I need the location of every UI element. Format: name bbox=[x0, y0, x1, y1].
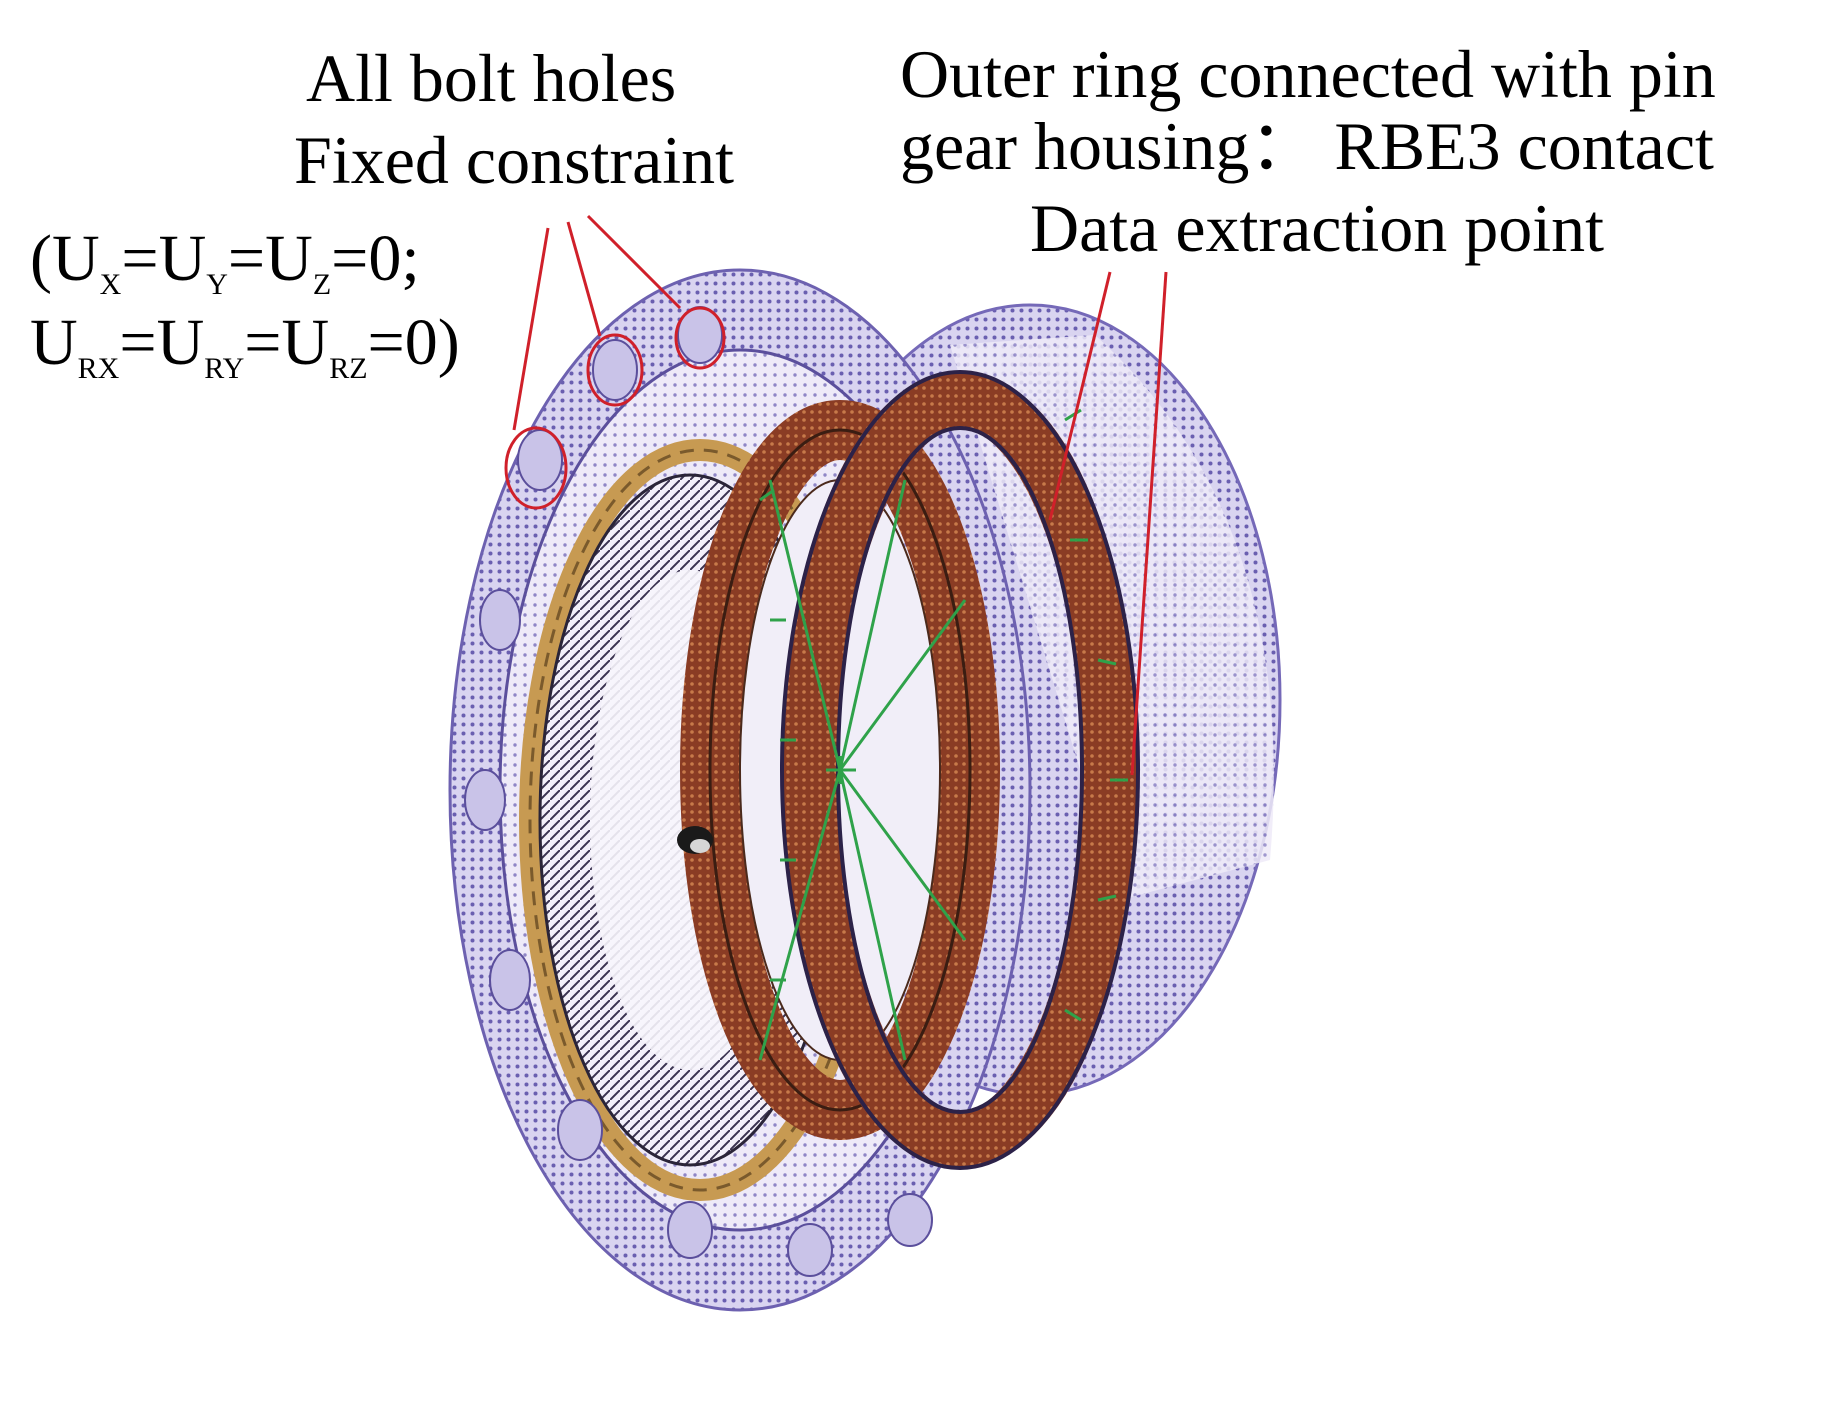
bolt-hole-icon bbox=[887, 1193, 933, 1247]
bolt-hole-icon bbox=[667, 1201, 713, 1259]
constraint-rotation: URX=URY=URZ=0) bbox=[30, 306, 460, 385]
annotations bbox=[504, 214, 1168, 776]
bolt-hole-icon bbox=[479, 589, 521, 651]
rbe3-elements bbox=[758, 408, 1128, 1061]
bolt-hole-highlight bbox=[586, 333, 644, 407]
bolt-hole-icon bbox=[464, 769, 506, 831]
leader-line bbox=[566, 221, 602, 337]
leader-line bbox=[512, 227, 550, 431]
constraint-translation: (UX=UY=UZ=0; bbox=[30, 222, 420, 301]
rbe3-contact-label: gear housing： RBE3 contact bbox=[900, 108, 1714, 184]
bolt-hole-icon bbox=[557, 1099, 603, 1161]
bolt-hole-highlight bbox=[504, 426, 568, 510]
leader-line bbox=[586, 214, 682, 310]
outer-ring-label: Outer ring connected with pin bbox=[900, 36, 1716, 112]
outer-ring bbox=[780, 370, 1140, 1170]
bolt-holes-label: All bolt holes bbox=[306, 40, 677, 116]
data-extraction-label: Data extraction point bbox=[1030, 190, 1605, 266]
bolt-hole-icon bbox=[787, 1223, 833, 1277]
fixed-constraint-label: Fixed constraint bbox=[294, 122, 735, 198]
leader-line bbox=[1130, 271, 1168, 776]
bolt-hole-icon bbox=[592, 339, 638, 401]
center-node-icon bbox=[677, 826, 713, 854]
leader-line bbox=[1048, 271, 1112, 521]
bolt-hole-icon bbox=[489, 949, 531, 1011]
bolt-holes bbox=[464, 306, 933, 1277]
bolt-hole-icon bbox=[517, 429, 563, 491]
bolt-hole-highlight bbox=[674, 306, 726, 370]
